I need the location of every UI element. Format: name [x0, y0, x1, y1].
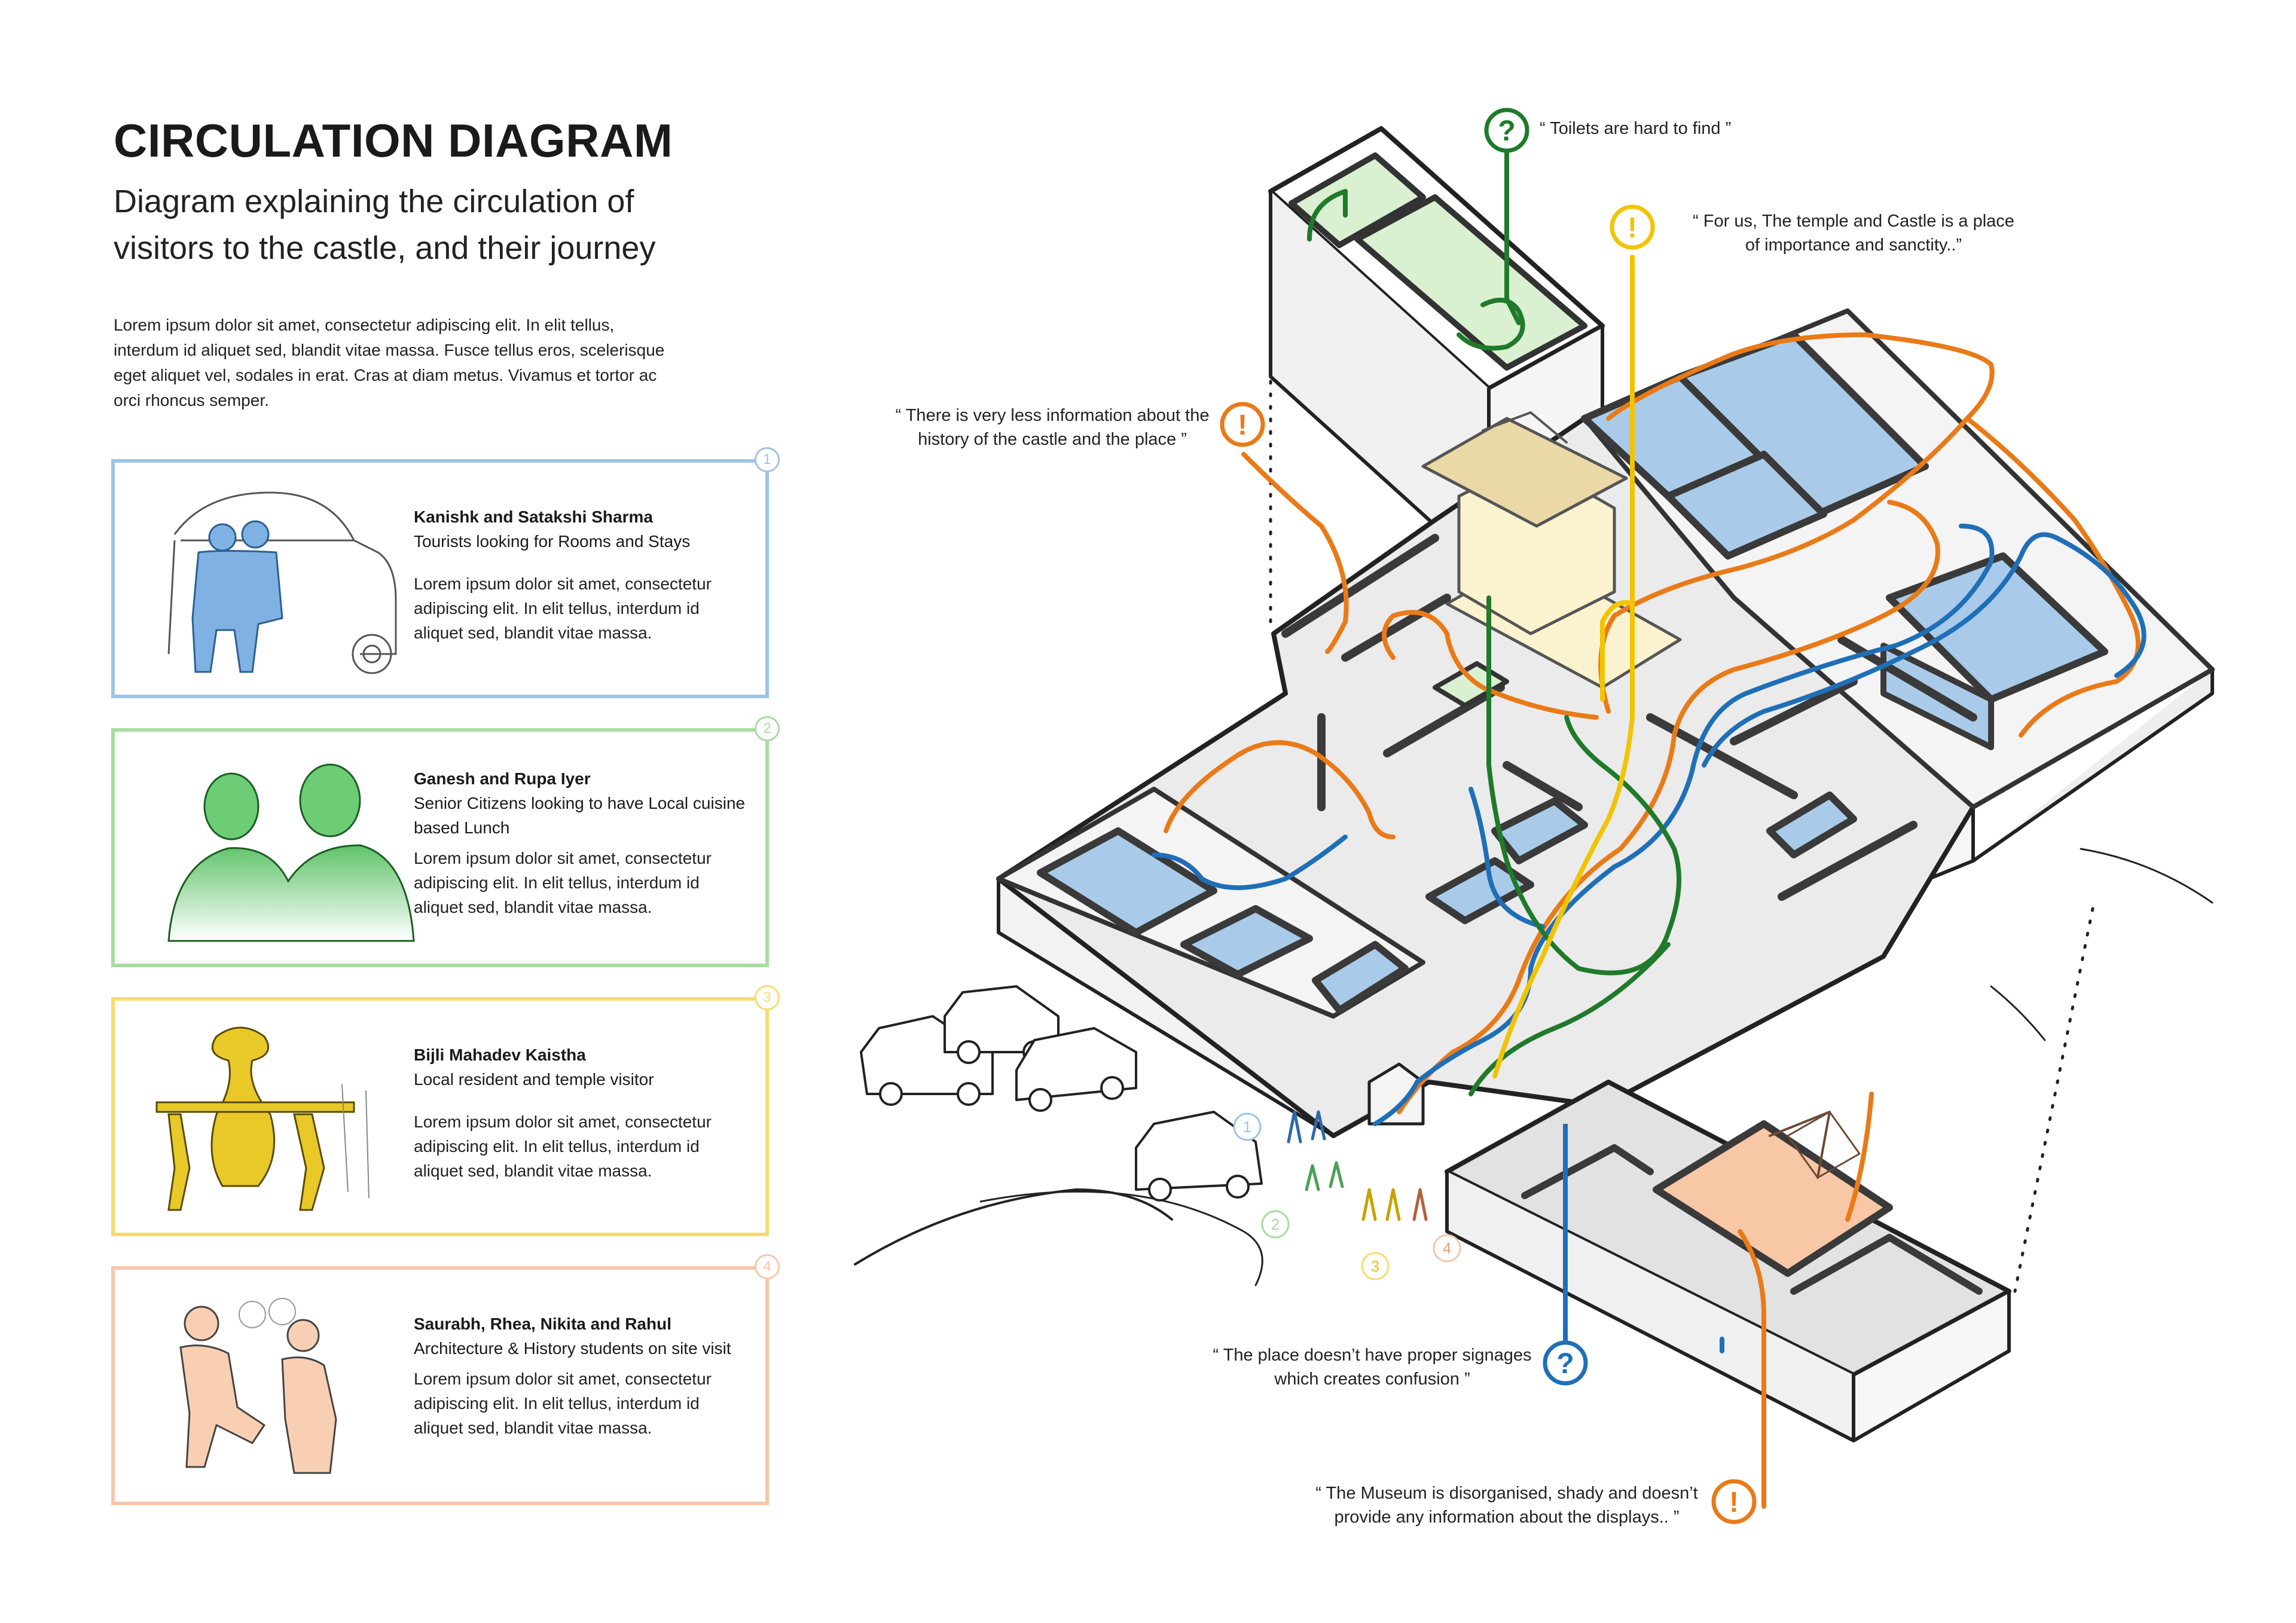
svg-text:?: ?: [1556, 1348, 1574, 1380]
parked-cars: [860, 985, 1263, 1202]
quote-museum-line-1: “ The Museum is disorganised, shady and …: [1315, 1484, 1698, 1503]
exclamation-circle-icon: !: [1610, 204, 1655, 250]
quote-signage-line-1: “ The place doesn’t have proper signages: [1213, 1346, 1532, 1365]
students-group-sketch: [179, 1298, 337, 1474]
quote-temple-line-2: of importance and sanctity..”: [1745, 236, 1962, 255]
quote-signage: “ The place doesn’t have proper signages…: [1196, 1343, 1549, 1391]
persona-card-1: 1 Kanishk and Satakshi Sharma Tourists l…: [111, 447, 780, 698]
persona-role-3: Local resident and temple visitor: [414, 1070, 654, 1089]
quote-temple: “ For us, The temple and Castle is a pla…: [1668, 209, 2039, 257]
persona-name-2: Ganesh and Rupa Iyer: [414, 769, 591, 788]
quote-history-line-1: “ There is very less information about t…: [895, 406, 1210, 425]
persona-body-1: Lorem ipsum dolor sit amet, consectetur …: [414, 574, 712, 642]
persona-name-3: Bijli Mahadev Kaistha: [414, 1046, 586, 1064]
persona-number-4: 4: [755, 1254, 780, 1279]
svg-text:!: !: [1729, 1487, 1739, 1518]
quote-history-line-2: history of the castle and the place ”: [918, 430, 1187, 449]
quote-temple-line-1: “ For us, The temple and Castle is a pla…: [1693, 212, 2014, 231]
page-subtitle: Diagram explaining the circulation of vi…: [114, 184, 656, 266]
question-circle-icon: ?: [1484, 108, 1529, 153]
svg-text:!: !: [1238, 409, 1247, 441]
persona-card-4: 4 Saurabh, Rhea, Nikita and Rahul Archit…: [111, 1254, 780, 1505]
route-yellow: [1492, 255, 1635, 1078]
persona-role-1: Tourists looking for Rooms and Stays: [414, 532, 691, 551]
persona-number-3: 3: [755, 985, 780, 1010]
persona-name-1: Kanishk and Satakshi Sharma: [414, 508, 653, 526]
exclamation-circle-icon: !: [1220, 402, 1265, 447]
intro-paragraph: Lorem ipsum dolor sit amet, consectetur …: [114, 316, 665, 409]
visitor-number-markers: 1 2 3 4: [1233, 1112, 1461, 1280]
quote-toilets: “ Toilets are hard to find ”: [1540, 119, 1732, 138]
tourist-family-car-sketch: [167, 491, 397, 674]
svg-text:?: ?: [1498, 115, 1515, 147]
persona-number-2: 2: [755, 716, 780, 741]
quote-history: “ There is very less information about t…: [879, 404, 1226, 451]
svg-text:!: !: [1628, 212, 1637, 244]
senior-couple-sketch: [167, 763, 415, 942]
lower-museum-block: [1445, 1080, 2011, 1442]
question-circle-icon: ?: [1543, 1340, 1588, 1386]
route-green: [1307, 144, 1681, 1096]
svg-text:1: 1: [1243, 1118, 1251, 1136]
route-orange: [1164, 332, 2141, 1509]
persona-name-4: Saurabh, Rhea, Nikita and Rahul: [414, 1315, 671, 1333]
svg-text:4: 4: [1443, 1239, 1451, 1257]
quote-signage-line-2: which creates confusion ”: [1274, 1370, 1470, 1389]
quote-museum-line-2: provide any information about the displa…: [1334, 1508, 1680, 1527]
route-blue: [1152, 524, 2147, 1353]
visitor-figures: [1287, 1110, 1428, 1221]
persona-role-4: Architecture & History students on site …: [414, 1339, 731, 1358]
svg-text:3: 3: [1371, 1257, 1379, 1275]
persona-number-1: 1: [755, 447, 780, 472]
persona-card-3: 3 Bijli Mahadev Kaistha Local resident a…: [111, 985, 780, 1236]
page-title: CIRCULATION DIAGRAM: [114, 114, 673, 167]
persona-body-2: Lorem ipsum dolor sit amet, consectetur …: [414, 849, 712, 916]
quote-museum: “ The Museum is disorganised, shady and …: [1297, 1481, 1716, 1529]
persona-body-4: Lorem ipsum dolor sit amet, consectetur …: [414, 1370, 712, 1437]
temple-shrine: [1421, 411, 1682, 689]
persona-body-3: Lorem ipsum dolor sit amet, consectetur …: [414, 1112, 712, 1180]
persona-role-2: Senior Citizens looking to have Local cu…: [414, 794, 746, 837]
palanquin-procession-sketch: [155, 1026, 370, 1211]
exclamation-circle-icon: !: [1711, 1479, 1757, 1524]
svg-text:2: 2: [1271, 1215, 1280, 1233]
persona-card-2: 2 Ganesh and Rupa Iyer Senior Citizens l…: [111, 716, 780, 967]
